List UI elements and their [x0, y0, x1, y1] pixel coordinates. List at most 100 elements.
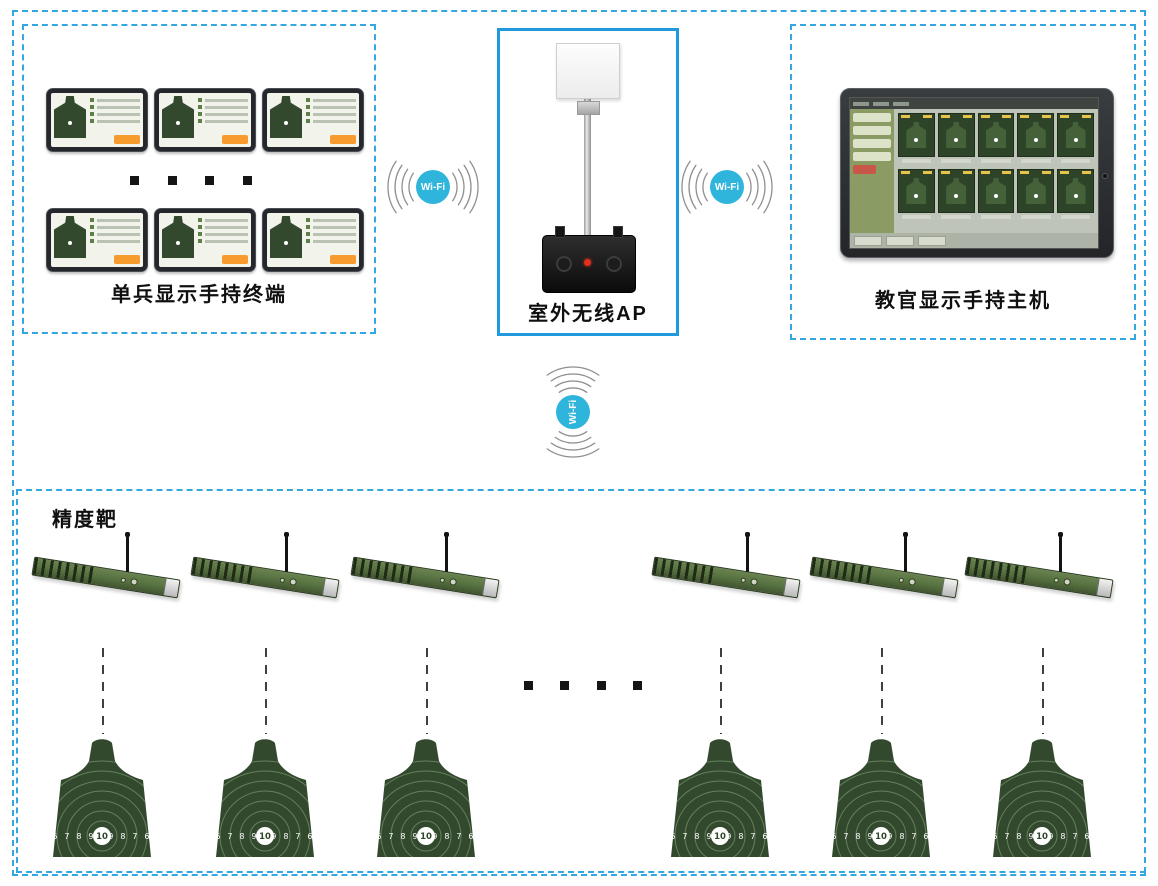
wifi-label: Wi-Fi [715, 182, 740, 193]
wifi-waves [681, 160, 773, 214]
ap-port [556, 256, 572, 272]
wifi-waves [546, 366, 600, 458]
diagram-outer-border [12, 10, 1146, 876]
grid-cell [1057, 113, 1094, 167]
card-caption [1060, 159, 1091, 163]
instructor-group-box: 教官显示手持主机 [790, 24, 1136, 340]
precision-target [987, 738, 1097, 858]
target-card [937, 169, 975, 213]
wifi-waves [387, 160, 479, 214]
sidebar-button [853, 139, 891, 148]
wifi-link-icon: Wi-Fi [546, 366, 600, 458]
dot [632, 681, 642, 690]
grid-cell [977, 113, 1015, 167]
row-text-bar [205, 98, 248, 102]
rail-body [651, 556, 801, 599]
card-header-text [1081, 115, 1091, 118]
mini-target-silhouette [946, 178, 967, 204]
row-icon [198, 225, 202, 229]
row-text-bar [205, 225, 248, 229]
bottombar-button [918, 235, 946, 246]
titlebar-item [873, 101, 889, 106]
row-icon [198, 98, 202, 102]
row-icon [198, 218, 202, 222]
card-caption [1021, 215, 1051, 219]
ap-pole-clamp [577, 101, 600, 115]
terminal-list [198, 96, 248, 144]
card-header-text [980, 115, 990, 118]
precision-target [826, 738, 936, 858]
card-header-text [1081, 171, 1091, 174]
row-text-bar [97, 232, 140, 236]
instructor-tablet [840, 88, 1114, 258]
grid-cell [898, 113, 935, 167]
bottombar-button [854, 235, 882, 246]
row-icon [306, 218, 310, 222]
mini-target-silhouette [1025, 122, 1046, 148]
card-header-text [1002, 115, 1012, 118]
card-header-text [1042, 115, 1052, 118]
list-row [198, 98, 248, 102]
dot [242, 176, 252, 185]
row-icon [198, 232, 202, 236]
row-icon [90, 119, 94, 123]
mini-target-silhouette [162, 96, 194, 138]
rail-target-link-line [265, 648, 267, 734]
list-row [306, 232, 356, 236]
row-text-bar [205, 112, 248, 116]
card-header-text [1060, 171, 1070, 174]
screen-titlebar [850, 98, 1098, 109]
sensor-dot [439, 577, 446, 584]
bottombar-button [886, 235, 914, 246]
terminal-list [198, 216, 248, 264]
row-text-bar [313, 98, 356, 102]
target-rail-device [349, 532, 501, 616]
rail-sensors [871, 567, 943, 595]
row-icon [306, 105, 310, 109]
list-row [90, 218, 140, 222]
rail-target-link-line [881, 648, 883, 734]
rail-end-cap [481, 578, 499, 598]
row-text-bar [97, 105, 140, 109]
card-caption [941, 159, 971, 163]
terminal-list [306, 96, 356, 144]
grid-cell [898, 169, 935, 223]
row-text-bar [313, 218, 356, 222]
list-row [306, 225, 356, 229]
titlebar-item [853, 101, 869, 106]
rail-sensors [713, 567, 785, 595]
row-icon [306, 112, 310, 116]
wifi-badge [416, 170, 450, 204]
rail-antenna-icon [125, 532, 129, 572]
sensor-dot [740, 577, 747, 584]
rail-slots [810, 557, 874, 585]
rail-antenna-icon [745, 532, 749, 572]
card-header-text [940, 171, 950, 174]
row-icon [90, 232, 94, 236]
row-text-bar [313, 239, 356, 243]
list-row [306, 119, 356, 123]
mini-target-silhouette [906, 122, 927, 148]
mini-target-silhouette [1065, 178, 1086, 204]
rail-antenna-icon [444, 532, 448, 572]
terminal-action-button [222, 135, 248, 144]
rail-sensors [252, 567, 324, 595]
card-header-text [1020, 115, 1030, 118]
target-rail-device [189, 532, 341, 616]
rail-end-cap [321, 578, 339, 598]
card-header [940, 171, 972, 174]
wifi-label: Wi-Fi [568, 400, 579, 425]
card-header-text [901, 115, 910, 118]
sensor-dot [750, 578, 759, 587]
row-text-bar [97, 98, 140, 102]
sensor-dot [898, 577, 905, 584]
precision-target [210, 738, 320, 858]
rail-slots [191, 557, 255, 585]
rail-end-cap [782, 578, 800, 598]
mini-target-silhouette [906, 178, 927, 204]
target-card [977, 113, 1015, 157]
row-icon [90, 112, 94, 116]
card-header [901, 115, 932, 118]
terminal-action-button [114, 135, 140, 144]
sensor-dot [279, 577, 286, 584]
